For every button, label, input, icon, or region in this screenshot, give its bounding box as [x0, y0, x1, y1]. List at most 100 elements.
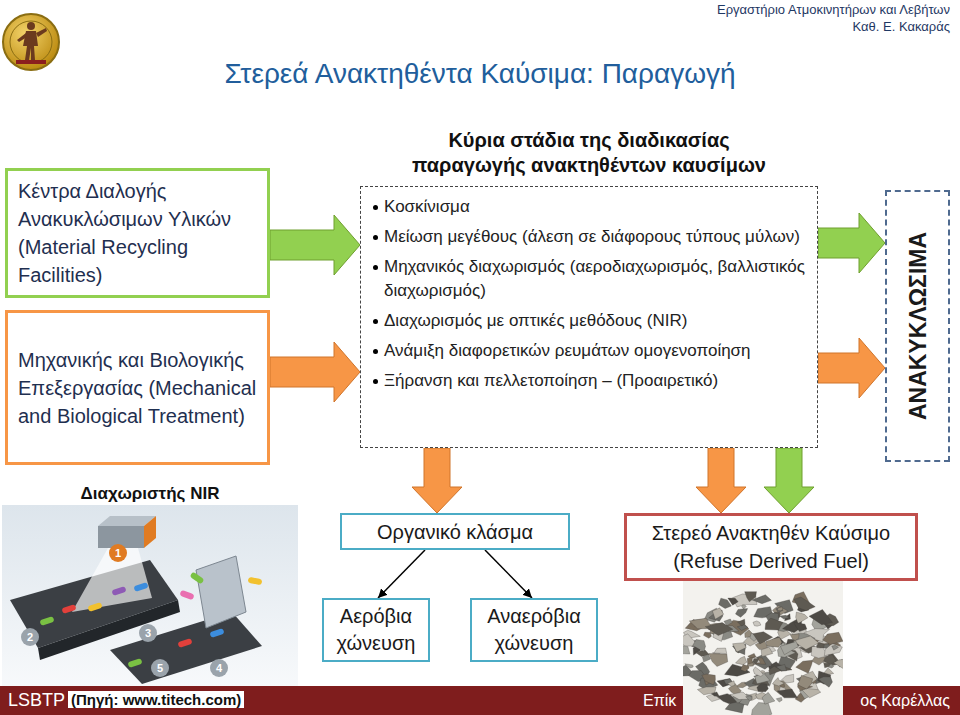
block-arrow — [818, 338, 885, 398]
rdf-shred — [742, 605, 747, 609]
callout-number: 3 — [139, 624, 157, 642]
rdf-shred — [762, 692, 775, 704]
rdf-shred — [753, 667, 763, 677]
rdf-shred — [693, 640, 706, 652]
rdf-shred — [746, 696, 752, 701]
rdf-shred — [702, 674, 716, 685]
rdf-shred — [819, 677, 833, 687]
rdf-shred — [704, 632, 712, 638]
header-text: Καθ. Ε. Κακαράς — [853, 19, 950, 34]
box-text: Αναερόβια χώνευση — [476, 603, 592, 657]
rdf-shred — [753, 658, 759, 664]
rdf-shred — [741, 664, 749, 671]
output-box: Οργανικό κλάσμα — [340, 513, 570, 550]
step-text: Μείωση μεγέθους (άλεση σε διάφορους τύπο… — [384, 225, 800, 249]
figure-caption: Διαχωριστής NIR — [0, 484, 300, 504]
rdf-shred — [711, 692, 719, 696]
rdf-shred — [733, 643, 747, 652]
rdf-shred — [796, 612, 808, 624]
rdf-shred — [780, 641, 798, 654]
dashed-frame: ΚοσκίνισμαΜείωση μεγέθους (άλεση σε διάφ… — [360, 186, 818, 448]
bullet-dot — [373, 235, 378, 240]
block-arrow — [818, 213, 885, 273]
rdf-shred — [765, 618, 783, 630]
rdf-shred — [777, 607, 782, 611]
step-text: Διαχωρισμός με οπτικές μεθόδους (NIR) — [384, 309, 687, 333]
bullet-dot — [373, 265, 378, 270]
box-text: Στερεό Ανακτηθέν Καύσιμο (Refuse Derived… — [635, 519, 907, 575]
rdf-shred — [728, 598, 738, 605]
rdf-shred — [728, 681, 735, 687]
footer-text: ος Καρέλλας — [860, 692, 950, 710]
callout-number: 1 — [109, 544, 127, 562]
rdf-shred — [794, 597, 815, 611]
box-text: Μηχανικής και Βιολογικής Επεξεργασίας (M… — [18, 346, 257, 430]
rdf-shred — [832, 645, 839, 650]
callout-number: 2 — [21, 628, 39, 646]
rdf-shred — [776, 697, 782, 702]
rdf-shred — [709, 654, 728, 667]
callout-circle — [109, 544, 127, 562]
output-box: Στερεό Ανακτηθέν Καύσιμο (Refuse Derived… — [624, 513, 918, 581]
step-text: Κοσκίνισμα — [384, 195, 470, 219]
source-box: Κέντρα Διαλογής Ανακυκλώσιμων Υλικών (Ma… — [5, 168, 270, 298]
rdf-shred — [752, 657, 760, 664]
university-logo — [3, 14, 59, 70]
nir-sorter-illustration — [2, 505, 298, 686]
callout-circle — [139, 624, 157, 642]
step-text: Ανάμιξη διαφορετικών ρευμάτων ομογενοποί… — [384, 339, 751, 363]
rdf-shred — [794, 622, 807, 631]
rdf-shred — [738, 619, 745, 626]
rdf-shred — [809, 609, 832, 624]
rdf-shred — [736, 609, 748, 618]
callout-number: 4 — [210, 659, 228, 677]
rdf-shred — [714, 648, 727, 654]
slide-title: Στερεά Ανακτηθέντα Καύσιμα: Παραγωγή — [0, 58, 960, 90]
bullet-dot — [373, 205, 378, 210]
footer-text: LSBTP — [8, 690, 65, 711]
box-text: Κέντρα Διαλογής Ανακυκλώσιμων Υλικών (Ma… — [18, 177, 257, 289]
bullet-dot — [373, 319, 378, 324]
source-box: Μηχανικής και Βιολογικής Επεξεργασίας (M… — [5, 310, 270, 465]
rdf-shred — [769, 666, 781, 675]
block-arrow — [696, 448, 746, 513]
rdf-shred — [777, 689, 797, 698]
bullet-dot — [373, 349, 378, 354]
rdf-shred — [747, 657, 766, 666]
rdf-shred — [747, 663, 753, 667]
rdf-shred — [776, 607, 783, 612]
box-text: Αερόβια χώνευση — [328, 603, 424, 657]
header-text: Εργαστήριο Ατμοκινητήρων και Λεβήτων — [717, 2, 950, 17]
rdf-shred — [683, 644, 690, 653]
rdf-shred — [790, 634, 799, 641]
rdf-shred — [753, 632, 773, 644]
rdf-shred — [753, 621, 761, 626]
callout-circle — [151, 659, 169, 677]
rdf-shred — [752, 702, 772, 715]
rdf-shred — [823, 632, 843, 644]
step-text: Μηχανικός διαχωρισμός (αεροδιαχωρισμός, … — [384, 255, 807, 303]
rdf-shred — [817, 642, 825, 648]
block-arrow — [412, 448, 462, 513]
rdf-shred — [798, 675, 813, 689]
arrow-line — [378, 550, 425, 598]
rdf-shred — [712, 608, 723, 619]
block-arrow — [270, 342, 360, 402]
step-text: Ξήρανση και πελλετοποίηση – (Προαιρετικό… — [384, 369, 718, 393]
box-text: Οργανικό κλάσμα — [350, 519, 560, 545]
rdf-shred — [780, 615, 790, 619]
rdf-photo — [673, 580, 847, 715]
section-heading: Κύρια στάδια της διαδικασίας παραγωγής α… — [392, 128, 787, 178]
rdf-shred — [796, 660, 813, 673]
rdf-shred — [725, 664, 750, 676]
rdf-shred — [685, 664, 693, 668]
rdf-shred — [735, 656, 746, 664]
block-arrow — [764, 448, 814, 513]
rdf-shred — [702, 654, 710, 662]
bullet-dot — [373, 379, 378, 384]
footer-text: Επίκ — [643, 692, 676, 710]
rdf-shred — [772, 678, 784, 686]
callout-number: 5 — [151, 659, 169, 677]
rdf-shred — [761, 647, 773, 656]
process-box: Αερόβια χώνευση — [322, 598, 430, 662]
